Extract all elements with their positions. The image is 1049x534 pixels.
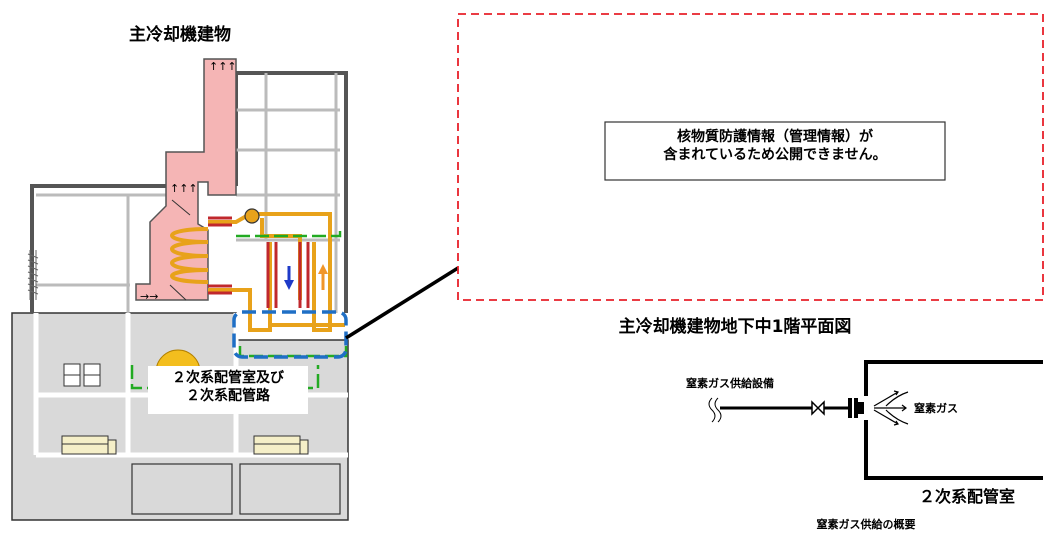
building-title: 主冷却機建物 (129, 24, 231, 45)
flange-icon (848, 398, 864, 418)
electrical-panels (63, 363, 101, 387)
upper-building-inner (36, 73, 340, 313)
heat-exchanger-coil (170, 227, 209, 284)
flow-down-arrow (284, 266, 294, 290)
nitrogen-supply-caption: 窒素ガス供給の概要 (817, 517, 916, 531)
line-break-icon (708, 397, 722, 423)
gas-flow-arrows (873, 390, 909, 426)
damper-line (171, 199, 191, 216)
machine-unit-right (253, 435, 309, 455)
connector-line (345, 266, 459, 340)
secondary-piping-room-outline (864, 360, 1043, 480)
red-pipe-segments (208, 216, 310, 308)
exhaust-arrows-mid: ↑↑↑ (170, 182, 198, 195)
flow-up-arrow (318, 264, 328, 290)
main-cooler-stack (135, 58, 237, 301)
ladder-icon (27, 250, 39, 300)
damper-line (169, 284, 187, 301)
exhaust-arrows-top: ↑↑↑ (209, 60, 237, 73)
basement-pit (131, 463, 233, 515)
piping-room-label: ２次系配管室及び ２次系配管路 (148, 370, 308, 405)
pump-icon (244, 208, 260, 224)
protection-notice-line1: 核物質防護情報（管理情報）が (677, 129, 873, 145)
floor-plan-title: 主冷却機建物地下中1階平面図 (619, 316, 852, 337)
valve-icon (811, 400, 825, 416)
piping-room-label-bg (148, 366, 308, 414)
protection-notice-line2: 含まれているため公開できません。 (663, 146, 887, 163)
nitrogen-gas-label: 窒素ガス (914, 401, 958, 415)
building-cross-section: ↑↑↑ ↑↑↑ →→ (11, 58, 349, 521)
secondary-piping-room-label: ２次系配管室 (919, 487, 1015, 506)
basement-pit (239, 463, 341, 515)
nitrogen-supply-schematic: 窒素ガス供給設備 窒素ガス ２次系配管室 窒素ガス供給の概要 (686, 360, 1043, 531)
protection-notice-box (604, 121, 946, 181)
piping-room-label-line2: ２次系配管路 (186, 387, 270, 404)
protection-notice: 核物質防護情報（管理情報）が 含まれているため公開できません。 (605, 129, 945, 164)
machine-unit-left (61, 435, 117, 455)
piping-room-label-line1: ２次系配管室及び (172, 370, 284, 386)
highlight-box (232, 310, 348, 359)
redacted-floor-plan-frame (457, 13, 1044, 301)
intake-arrows: →→ (140, 290, 158, 303)
nitrogen-supply-equipment-label: 窒素ガス供給設備 (686, 376, 774, 390)
piping-room-outline-upper (236, 228, 342, 238)
piping-room-outline-lower (238, 346, 348, 358)
